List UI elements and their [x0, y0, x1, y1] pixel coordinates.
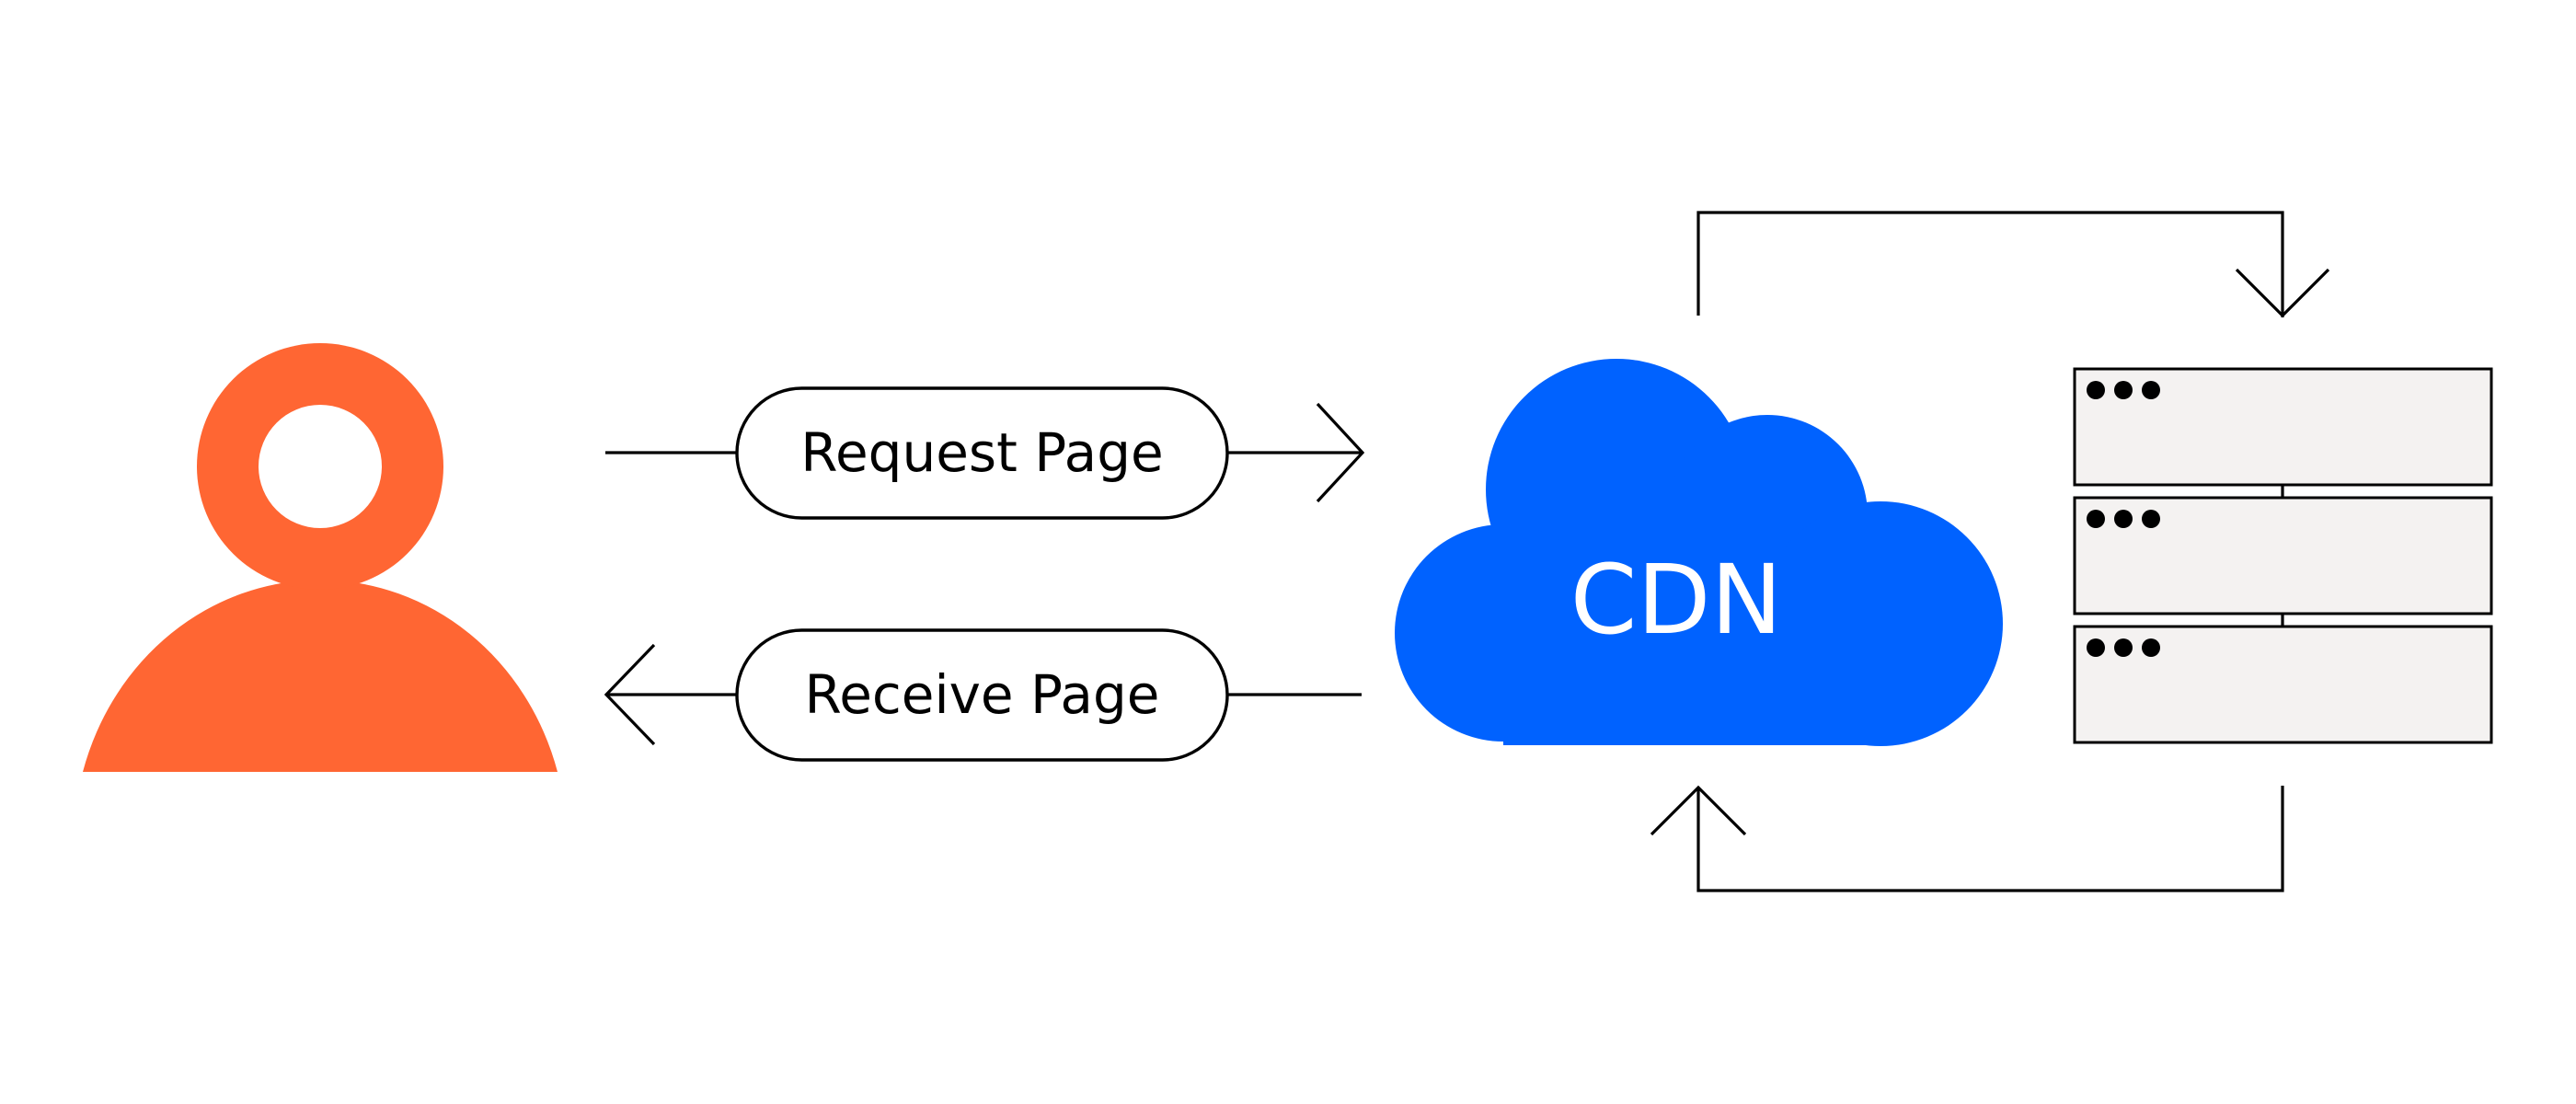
receive-page-flow: Receive Page	[604, 628, 1362, 762]
cloud-icon: CDN	[1395, 359, 2003, 746]
user-body	[83, 580, 558, 772]
server-unit	[2073, 367, 2493, 487]
receive-page-pill	[735, 628, 1229, 762]
server-unit	[2073, 625, 2493, 744]
arrow-right-icon	[1316, 402, 1365, 503]
user-head-hole	[259, 405, 382, 528]
user-icon	[83, 343, 558, 772]
arrow-left-icon	[604, 643, 656, 746]
top-loop-line	[1696, 211, 2284, 317]
request-page-label: Request Page	[800, 421, 1163, 484]
cdn-label: CDN	[1570, 544, 1783, 656]
server-unit	[2073, 496, 2493, 615]
server-stack-icon	[2073, 367, 2493, 744]
origin-to-cdn-flow	[1650, 785, 2284, 892]
receive-page-label: Receive Page	[805, 663, 1160, 726]
arrow-down-icon	[2235, 268, 2330, 318]
bottom-loop-line	[1696, 786, 2284, 892]
arrow-up-icon	[1650, 785, 1747, 836]
request-page-flow: Request Page	[605, 386, 1365, 520]
cdn-to-origin-flow	[1696, 211, 2330, 318]
request-page-pill	[735, 386, 1229, 520]
